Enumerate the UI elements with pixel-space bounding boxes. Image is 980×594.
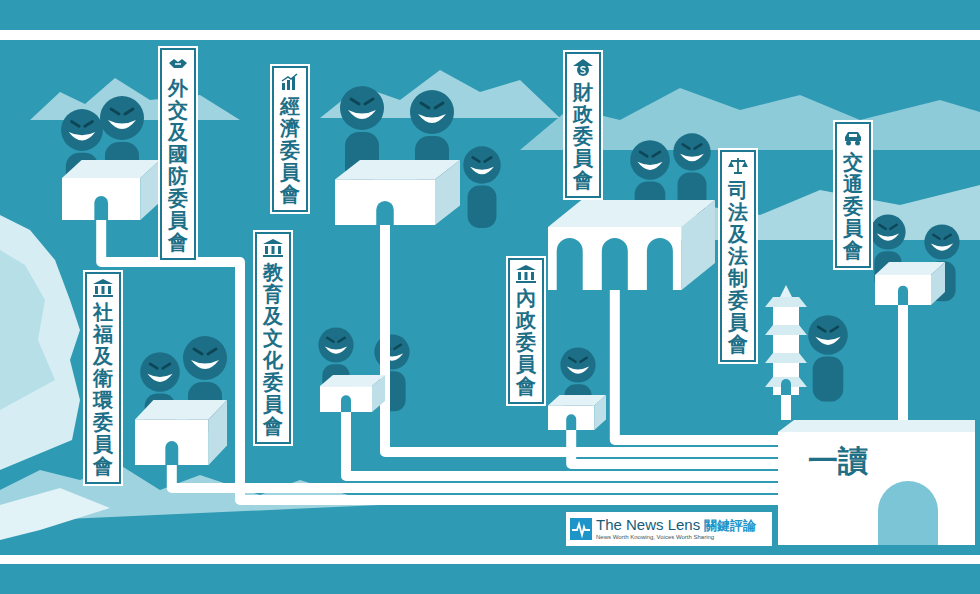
road-connector [781,395,791,420]
committee-icon [843,129,863,147]
committee-name: 經濟委員會 [280,95,300,205]
logo-label: News Worth Knowing, Voices Worth Sharing [596,534,714,541]
committee-icon [263,239,283,257]
committee-icon [93,279,113,297]
committee-name: 內政委員會 [516,287,536,397]
gate-title: 一讀 [808,444,868,477]
gate-top [778,420,975,432]
road-connector [898,305,908,420]
building-front [62,178,140,220]
building-front [875,275,931,305]
committee-building: 社福及衛環委員會 [135,400,227,465]
doorway [165,441,178,465]
pagoda-roof [765,297,807,307]
doorway [647,238,673,290]
building-front [548,227,682,290]
committee-label: 內政委員會 [508,258,544,404]
doorway [781,379,791,395]
committee-name: 教育及文化委員會 [263,261,283,437]
committee-building: 教育及文化委員會 [320,375,385,412]
logo-box: The News Lens 關鍵評論News Worth Knowing, Voi… [566,512,772,546]
committee-building: 交通委員會 [875,262,945,305]
pagoda-shape [765,285,807,395]
committee-name: 外交及國防委員會 [168,77,188,253]
building-front [135,420,209,466]
committee-name: 交通委員會 [843,151,863,261]
building-side [594,395,606,430]
logo-row: News Worth Knowing, Voices Worth Sharing [596,534,756,541]
road-connector [101,220,778,500]
building-side [372,375,385,412]
building-side [209,400,227,465]
committee-icon [168,55,188,73]
committee-name: 社福及衛環委員會 [93,301,113,477]
committee-label: 交通委員會 [835,122,871,268]
building-front [335,180,435,226]
committee-name: 司法及法制委員會 [728,179,748,355]
logo-text: The News Lens 關鍵評論News Worth Knowing, Voi… [596,517,756,541]
gate-shape [778,420,975,545]
pagoda-roof [765,353,807,363]
committee-icon [573,59,593,77]
committee-building: 內政委員會 [548,395,606,430]
box-shape [875,262,945,305]
building-side [682,200,715,290]
committee-name: 財政委員會 [573,81,593,191]
pagoda-spire [780,285,792,297]
logo-row: The News Lens 關鍵評論 [596,517,756,534]
doorway [341,395,351,412]
doorway [566,414,576,430]
logo-label: The News Lens [596,517,700,534]
building-front [320,386,372,412]
big-shape [548,200,715,290]
committee-icon [280,73,300,91]
building-side [435,160,460,225]
gate-front [778,432,975,545]
committee-building: 外交及國防委員會 [62,160,160,220]
doorway [94,196,108,220]
top-band [0,30,980,40]
building-side [140,160,160,220]
logo-label: 關鍵評論 [704,519,756,533]
committee-label: 教育及文化委員會 [255,232,291,444]
bottom-band [0,555,980,564]
committee-label: 司法及法制委員會 [720,150,756,362]
box-shape [335,160,460,225]
doorway [376,201,394,225]
box-shape [548,395,606,430]
box-shape [135,400,227,465]
mountains [0,70,980,540]
box-shape [62,160,160,220]
doorway [557,238,583,290]
committee-label: 社福及衛環委員會 [85,272,121,484]
building-front [548,406,594,431]
committee-icon [728,157,748,175]
committee-building: 財政委員會 [548,200,715,290]
box-shape [320,375,385,412]
road-connector [571,430,778,464]
building-side [931,262,945,305]
committee-building: 司法及法制委員會 [765,285,807,395]
committee-icon [516,265,536,283]
committee-label: 財政委員會 [565,52,601,198]
first-reading-gate: 一讀 [778,420,975,545]
committee-label: 經濟委員會 [272,66,308,212]
doorway [602,238,628,290]
pagoda-roof [765,325,807,335]
committee-label: 外交及國防委員會 [160,48,196,260]
doorway [878,481,938,545]
logo-icon [570,518,592,540]
doorway [898,286,908,305]
committee-building: 經濟委員會 [335,160,460,225]
